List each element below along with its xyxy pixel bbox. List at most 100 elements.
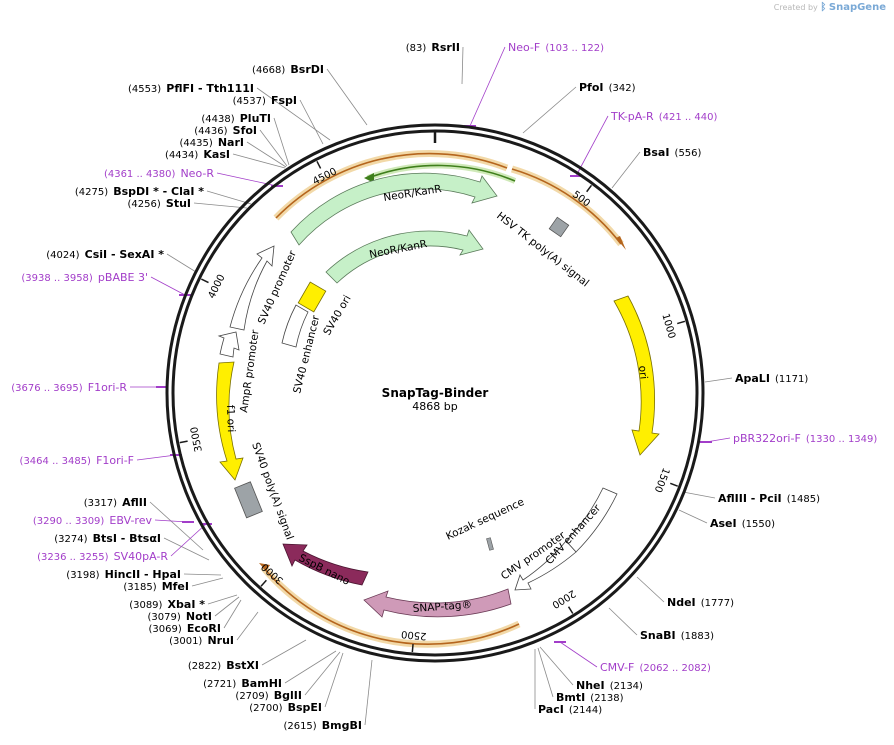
feature-cmv-promoter — [514, 540, 577, 591]
feature-f1-ori — [216, 361, 244, 481]
plasmid-size: 4868 bp — [412, 400, 457, 413]
primer-name: CMV-F — [600, 661, 634, 674]
enzyme-name: StuI — [166, 197, 191, 210]
enzyme-label: PfoI (342) — [579, 76, 636, 95]
primer-name: Neo-R — [180, 167, 214, 180]
enzyme-position: (3317) — [84, 498, 117, 509]
enzyme-name: NheI — [576, 679, 605, 692]
primer-range: (421 .. 440) — [659, 112, 718, 123]
primer-label: (3236 .. 3255) SV40pA-R — [37, 545, 168, 564]
orf-arrowhead-top-right — [616, 236, 626, 250]
primer-name: F1ori-F — [96, 454, 134, 467]
enzyme-name: HincII - HpaI — [105, 568, 181, 581]
enzyme-position: (4668) — [252, 65, 285, 76]
enzyme-leader-line — [214, 596, 240, 617]
feature-neor-inner — [325, 229, 484, 284]
enzyme-name: BsaI — [643, 146, 669, 159]
enzyme-name: NdeI — [667, 596, 696, 609]
enzyme-leader-line — [324, 652, 344, 708]
enzyme-position: (3079) — [148, 612, 181, 623]
plasmid-backbone — [165, 123, 705, 663]
enzyme-leader-line — [636, 576, 665, 603]
primer-name: TK-pA-R — [610, 110, 654, 123]
enzyme-name: AflII — [122, 496, 147, 509]
tick-mark — [316, 160, 322, 169]
enzyme-name: NruI — [207, 634, 234, 647]
enzyme-label: (83) RsrII — [406, 36, 460, 55]
primer-label: pBR322ori-F (1330 .. 1349) — [733, 427, 877, 446]
enzyme-label: PacI (2144) — [538, 698, 602, 717]
enzyme-position: (3198) — [66, 570, 99, 581]
primer-labels: Neo-F (103 .. 122)TK-pA-R (421 .. 440)pB… — [11, 41, 877, 674]
enzyme-label: (2709) BglII — [235, 684, 302, 703]
enzyme-position: (3069) — [148, 624, 181, 635]
enzyme-label: (4537) FspI — [233, 89, 297, 108]
backbone-outer-ring — [165, 123, 705, 663]
watermark-brand: SnapGene — [828, 2, 886, 13]
enzyme-label: (2700) BspEI — [249, 696, 322, 715]
enzyme-leader-line — [149, 501, 204, 551]
enzyme-position: (4275) — [75, 187, 108, 198]
enzyme-leader-line — [163, 537, 210, 561]
enzyme-label: SnaBI (1883) — [640, 624, 714, 643]
primer-label: (3464 .. 3485) F1ori-F — [20, 449, 134, 468]
primer-name: pBR322ori-F — [733, 432, 801, 445]
feature-snap-tag — [363, 588, 512, 618]
snapgene-logo-icon: ᛒ — [820, 2, 827, 13]
feature-label-ampr-promoter: AmpR promoter — [238, 328, 262, 413]
primer-name: pBABE 3' — [98, 271, 148, 284]
enzyme-leader-line — [522, 86, 577, 134]
enzyme-leader-line — [206, 190, 252, 205]
feature-sv40-polya — [234, 481, 263, 519]
tick-mark — [411, 643, 414, 653]
tick-mark — [586, 184, 593, 193]
primer-range: (3464 .. 3485) — [20, 456, 92, 467]
enzyme-label: (4024) CsiI - SexAI * — [46, 243, 164, 262]
enzyme-name: BstXI — [226, 659, 259, 672]
enzyme-position: (1777) — [701, 598, 734, 609]
enzyme-leader-line — [166, 253, 197, 273]
enzyme-name: BmgBI — [322, 719, 362, 732]
enzyme-position: (4537) — [233, 96, 266, 107]
primer-leader-line — [575, 115, 609, 177]
plasmid-center-title: SnapTag-Binder 4868 bp — [382, 386, 489, 413]
enzyme-leader-line — [191, 577, 224, 587]
enzyme-name: RsrII — [431, 41, 460, 54]
enzyme-label: (3079) NotI — [148, 605, 212, 624]
orf-arc-green-line — [367, 164, 516, 182]
snapgene-watermark: Created by ᛒ SnapGene — [774, 2, 886, 13]
enzyme-position: (3185) — [123, 582, 156, 593]
enzyme-leader-line — [608, 607, 638, 636]
enzyme-leader-line — [236, 611, 259, 641]
enzyme-label: AseI (1550) — [710, 512, 775, 531]
tick-label: 1000 — [659, 312, 677, 339]
enzyme-label: (3317) AflII — [84, 491, 147, 510]
enzyme-label: (4668) BsrDI — [252, 58, 324, 77]
enzyme-leader-line — [273, 117, 290, 166]
feature-label-ori: ori — [636, 365, 649, 380]
feature-label-snap-tag: SNAP-tag® — [412, 599, 472, 615]
enzyme-name: BtsI - BtsαI — [93, 532, 161, 545]
primer-leader-line — [150, 276, 186, 296]
enzyme-position: (2144) — [569, 705, 602, 716]
enzyme-position: (4435) — [179, 138, 212, 149]
feature-neor-outer — [290, 172, 498, 246]
enzyme-label: (4436) SfoI — [194, 119, 257, 138]
enzyme-leader-line — [284, 650, 337, 684]
tick-mark — [200, 278, 209, 284]
enzyme-position: (1883) — [681, 631, 714, 642]
enzyme-label: (4275) BspDI * - ClaI * — [75, 180, 204, 199]
enzyme-name: BspDI * - ClaI * — [113, 185, 204, 198]
enzyme-label: (3069) EcoRI — [148, 617, 221, 636]
primer-range: (3236 .. 3255) — [37, 552, 109, 563]
enzyme-label: (3198) HincII - HpaI — [66, 563, 181, 582]
primer-name: F1ori-R — [88, 381, 128, 394]
feature-arrows — [216, 150, 660, 648]
enzyme-label: (3185) MfeI — [123, 575, 189, 594]
enzyme-name: FspI — [271, 94, 297, 107]
primer-name: Neo-F — [508, 41, 540, 54]
enzyme-label: NdeI (1777) — [667, 591, 734, 610]
feature-sv40-enhancer — [281, 304, 309, 348]
feature-ori — [613, 295, 660, 456]
